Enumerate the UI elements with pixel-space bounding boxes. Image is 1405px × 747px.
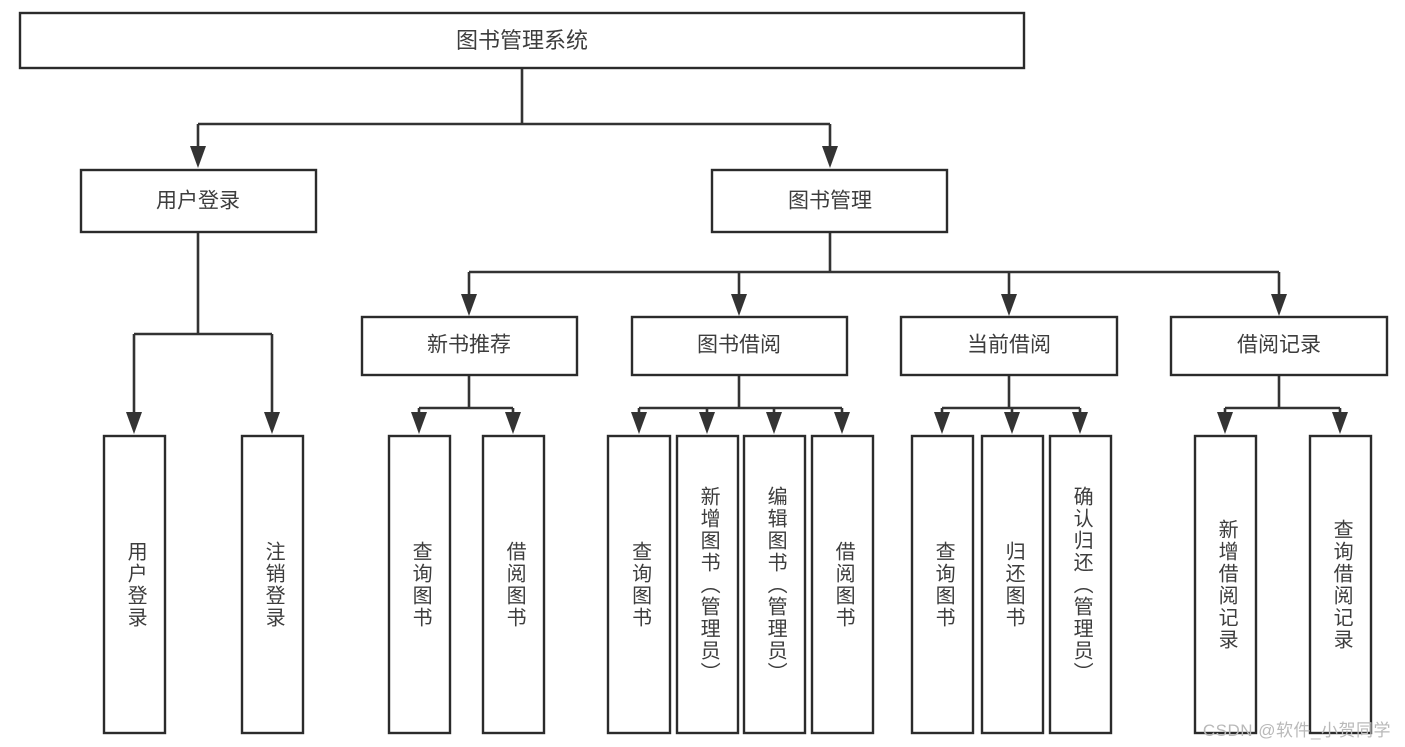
arrow-head-user-login [190, 146, 206, 168]
node-user-login-label: 用户登录 [156, 190, 240, 213]
leaf-query-record-box[interactable] [1308, 434, 1373, 735]
leaf-logout-login-box[interactable] [240, 434, 305, 735]
node-book-management[interactable]: 图书管理 [710, 168, 949, 234]
leaf-confirm-return-box[interactable] [1048, 434, 1113, 735]
node-book-borrow-box[interactable] [630, 315, 849, 377]
node-book-management-box[interactable] [710, 168, 949, 234]
node-user-login-box[interactable] [79, 168, 318, 234]
node-new-book-recommend-box[interactable] [360, 315, 579, 377]
connector-group-new-book-recommend [411, 375, 521, 434]
node-borrow-record-box[interactable] [1169, 315, 1389, 377]
leaf-add-book-box[interactable] [675, 434, 740, 735]
arrow-head-current-borrow [1001, 294, 1017, 316]
connector-group-root [190, 68, 838, 168]
arrow-head-leaf-edit-book [766, 412, 782, 434]
arrow-head-leaf-user-login [126, 412, 142, 434]
arrow-head-leaf-return-book [1004, 412, 1020, 434]
arrow-head-leaf-query-record [1332, 412, 1348, 434]
node-book-borrow-label: 图书借阅 [697, 334, 781, 357]
node-borrow-record[interactable]: 借阅记录 [1169, 315, 1389, 377]
connector-group-user-login [126, 232, 280, 434]
arrow-head-book-management [822, 146, 838, 168]
leaf-return-book-box[interactable] [980, 434, 1045, 735]
leaf-user-login-box[interactable] [102, 434, 167, 735]
watermark-text: CSDN @软件_小贺同学 [1202, 721, 1391, 740]
leaf-query-book-2-box[interactable] [606, 434, 672, 735]
arrow-head-new-book-recommend [461, 294, 477, 316]
arrow-head-leaf-borrow-book-1 [505, 412, 521, 434]
arrow-head-borrow-record [1271, 294, 1287, 316]
node-current-borrow-box[interactable] [899, 315, 1119, 377]
connector-group-borrow-record [1217, 375, 1348, 434]
node-user-login[interactable]: 用户登录 [79, 168, 318, 234]
node-root-system-label: 图书管理系统 [456, 28, 588, 53]
node-new-book-recommend-label: 新书推荐 [427, 334, 511, 357]
arrow-head-leaf-logout-login [264, 412, 280, 434]
leaf-add-record-box[interactable] [1193, 434, 1258, 735]
leaf-edit-book-box[interactable] [742, 434, 807, 735]
node-new-book-recommend[interactable]: 新书推荐 [360, 315, 579, 377]
arrow-head-leaf-query-book-3 [934, 412, 950, 434]
leaf-borrow-book-2-box[interactable] [810, 434, 875, 735]
arrow-head-leaf-add-book [699, 412, 715, 434]
node-borrow-record-label: 借阅记录 [1237, 334, 1321, 357]
node-current-borrow[interactable]: 当前借阅 [899, 315, 1119, 377]
arrow-head-leaf-add-record [1217, 412, 1233, 434]
node-root-system[interactable]: 图书管理系统 [18, 11, 1026, 70]
node-current-borrow-label: 当前借阅 [967, 334, 1051, 357]
leaf-query-book-3-box[interactable] [910, 434, 975, 735]
leaf-query-book-1-box[interactable] [387, 434, 452, 735]
arrow-head-leaf-confirm-return [1072, 412, 1088, 434]
node-root-system-box[interactable] [18, 11, 1026, 70]
leaf-borrow-book-1-box[interactable] [481, 434, 546, 735]
arrow-head-leaf-query-book-2 [631, 412, 647, 434]
connector-group-current-borrow [934, 375, 1088, 434]
connector-group-book-management [461, 232, 1287, 316]
connector-group-book-borrow [631, 375, 850, 434]
node-book-management-label: 图书管理 [788, 190, 872, 213]
arrow-head-book-borrow [731, 294, 747, 316]
arrow-head-leaf-query-book-1 [411, 412, 427, 434]
leaf-box-group [102, 434, 1373, 735]
arrow-head-leaf-borrow-book-2 [834, 412, 850, 434]
node-book-borrow[interactable]: 图书借阅 [630, 315, 849, 377]
